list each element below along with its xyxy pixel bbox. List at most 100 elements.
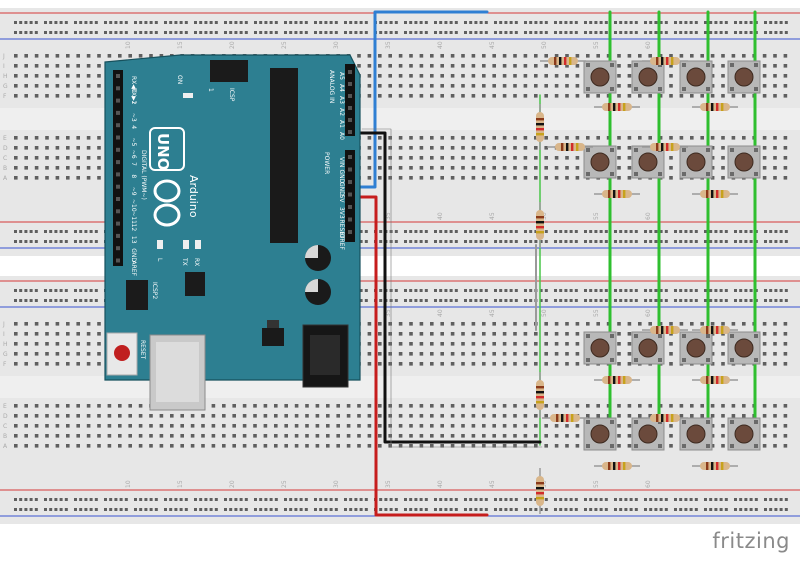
rail-hole [764, 289, 767, 292]
header-pin [348, 70, 352, 74]
terminal-hole [502, 156, 507, 160]
column-number: 10 [125, 41, 132, 49]
resistor-band [671, 414, 674, 422]
resistor-band [661, 57, 664, 65]
terminal-hole [24, 136, 28, 140]
terminal-hole [128, 424, 132, 428]
rail-hole [689, 289, 693, 292]
rail-hole [734, 289, 737, 292]
terminal-hole [617, 342, 621, 346]
rail-hole [634, 289, 638, 292]
uno-logo-frame [149, 127, 185, 171]
terminal-hole [346, 444, 351, 448]
terminal-hole [721, 404, 725, 408]
rail-hole [534, 230, 538, 233]
terminal-hole [554, 94, 559, 98]
rail-hole [439, 498, 443, 501]
resistor-body [650, 326, 680, 334]
resistor-body [536, 112, 544, 142]
terminal-hole [326, 424, 330, 428]
row-letter: G [3, 83, 8, 90]
push-button-r3c2 [631, 331, 665, 365]
rail-hole [599, 21, 603, 24]
rail-hole [19, 508, 23, 511]
rail-hole [604, 31, 608, 34]
analog-label: ANALOG IN [328, 70, 335, 103]
rail-hole [274, 21, 278, 24]
terminal-hole [398, 74, 403, 78]
terminal-hole [398, 444, 403, 448]
rail-hole [214, 31, 218, 34]
rail-hole [539, 508, 543, 511]
rail-hole [474, 299, 478, 302]
rail-hole [564, 289, 568, 292]
pin-label: GND [338, 182, 345, 196]
terminal-hole [211, 404, 216, 408]
resistor-body [650, 143, 680, 151]
rail-hole [659, 31, 663, 34]
button-pin [754, 148, 758, 152]
push-button-r1c3 [679, 60, 713, 94]
rail-hole [59, 21, 63, 24]
rail-hole [364, 31, 368, 34]
rail-hole [719, 498, 723, 501]
terminal-hole [544, 424, 548, 428]
terminal-hole [554, 156, 559, 160]
rail-hole [584, 21, 587, 24]
terminal-hole [45, 424, 49, 428]
pin-label: RESET [338, 220, 345, 240]
resistor-band [671, 57, 674, 65]
rail-hole [174, 508, 178, 511]
terminal-hole [502, 64, 507, 68]
rail-hole [59, 289, 63, 292]
rail-hole [644, 289, 647, 292]
rail-hole [764, 230, 767, 233]
terminal-hole [669, 322, 673, 326]
rail-hole [64, 31, 68, 34]
rail-hole [504, 31, 508, 34]
rail-hole [649, 240, 653, 243]
terminal-hole [388, 434, 392, 438]
terminal-hole [523, 146, 528, 150]
rail-hole [199, 508, 203, 511]
terminal-hole [492, 362, 496, 366]
resistor-h-14 [642, 414, 688, 422]
rail-hole [769, 508, 773, 511]
terminal-hole [450, 434, 455, 438]
resistor-band [608, 103, 611, 111]
terminal-hole [232, 404, 236, 408]
terminal-hole [762, 424, 767, 428]
rail-hole [499, 230, 503, 233]
rail-hole [14, 289, 17, 292]
terminal-hole [378, 424, 382, 428]
terminal-hole [502, 94, 507, 98]
terminal-hole [86, 156, 91, 160]
rail-hole [644, 299, 647, 302]
resistor-band [716, 462, 719, 470]
button-pin [658, 358, 662, 362]
terminal-hole [190, 424, 195, 428]
terminal-hole [86, 94, 91, 98]
resistor-v-2 [536, 202, 544, 248]
terminal-hole [565, 156, 569, 160]
pin-label: ~9 [130, 187, 137, 196]
terminal-hole [721, 84, 725, 88]
button-pin [610, 148, 614, 152]
rail-hole [544, 21, 548, 24]
rail-hole [629, 508, 633, 511]
terminal-hole [586, 54, 590, 58]
rail-hole [134, 498, 137, 501]
rail-hole [34, 508, 38, 511]
rail-hole [544, 230, 548, 233]
terminal-hole [534, 136, 538, 140]
rail-hole [784, 498, 788, 501]
rail-hole [89, 299, 93, 302]
header-pin [348, 155, 352, 159]
button-pin [610, 172, 614, 176]
rail-hole [14, 508, 17, 511]
terminal-hole [721, 444, 725, 448]
terminal-hole [617, 54, 621, 58]
rail-hole [114, 21, 118, 24]
resistor-band [716, 190, 719, 198]
rail-hole [684, 498, 688, 501]
